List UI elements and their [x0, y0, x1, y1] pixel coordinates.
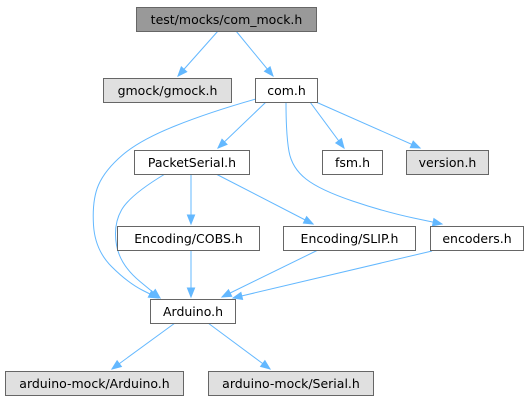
edge-line	[111, 322, 176, 370]
arrowhead	[220, 288, 233, 298]
arrowhead	[177, 66, 188, 77]
node-label: Arduino.h	[163, 304, 223, 319]
edge-com_mock-to-gmock	[177, 30, 219, 77]
edge-com-to-packetserial	[217, 101, 267, 149]
edge-packetserial-to-slip	[215, 173, 315, 225]
node-label: encoders.h	[442, 231, 511, 246]
edge-line	[207, 322, 271, 370]
node-label: test/mocks/com_mock.h	[151, 12, 303, 27]
node-box	[103, 78, 232, 103]
node-box	[134, 150, 250, 175]
node-arduino_mock: arduino-mock/Arduino.h	[5, 371, 184, 396]
node-packetserial[interactable]: PacketSerial.h	[134, 150, 250, 175]
node-label: gmock/gmock.h	[118, 83, 218, 98]
edge-packetserial-to-arduino	[115, 173, 166, 299]
node-box	[430, 226, 524, 251]
arrowhead	[231, 291, 244, 301]
arrowhead	[409, 140, 422, 149]
edge-line	[115, 173, 166, 299]
node-label: arduino-mock/Serial.h	[222, 376, 360, 391]
node-box	[208, 371, 374, 396]
arrowhead	[110, 359, 123, 370]
node-label: PacketSerial.h	[148, 155, 236, 170]
node-slip[interactable]: Encoding/SLIP.h	[283, 226, 416, 251]
node-box	[255, 78, 318, 103]
edge-line	[177, 30, 219, 77]
edge-arduino-to-arduino_mock	[110, 322, 176, 370]
node-box	[136, 7, 317, 32]
edge-packetserial-to-cobs	[186, 174, 196, 226]
edge-line	[235, 30, 274, 77]
node-com_mock: test/mocks/com_mock.h	[136, 7, 317, 32]
edge-line	[315, 101, 421, 149]
edge-cobs-to-arduino	[186, 250, 196, 299]
edge-com-to-arduino	[92, 98, 257, 299]
edge-line	[221, 249, 319, 298]
node-box	[150, 299, 236, 324]
edge-line	[232, 250, 433, 299]
edge-line	[285, 101, 443, 225]
node-label: Encoding/SLIP.h	[301, 231, 399, 246]
edge-line	[215, 173, 314, 225]
node-serial_mock: arduino-mock/Serial.h	[208, 371, 374, 396]
edge-com-to-version	[315, 101, 422, 149]
node-label: arduino-mock/Arduino.h	[19, 376, 169, 391]
node-gmock: gmock/gmock.h	[103, 78, 232, 103]
arrowhead	[259, 359, 272, 370]
arrowhead	[334, 137, 345, 150]
node-cobs[interactable]: Encoding/COBS.h	[117, 226, 260, 251]
arrowhead	[302, 215, 315, 225]
node-box	[117, 226, 260, 251]
arrowhead	[217, 138, 228, 149]
node-com[interactable]: com.h	[255, 78, 318, 103]
arrowhead	[431, 217, 444, 227]
arrowhead	[149, 288, 162, 299]
edge-arduino-to-serial_mock	[207, 322, 272, 370]
arrowhead	[263, 65, 274, 78]
node-arduino[interactable]: Arduino.h	[150, 299, 236, 324]
edge-line	[92, 98, 257, 299]
edge-slip-to-arduino	[220, 249, 319, 298]
edge-encoders-to-arduino	[231, 250, 433, 301]
node-label: com.h	[267, 83, 306, 98]
node-encoders[interactable]: encoders.h	[430, 226, 524, 251]
node-fsm[interactable]: fsm.h	[322, 150, 383, 175]
node-label: fsm.h	[335, 155, 370, 170]
node-version: version.h	[406, 150, 489, 175]
node-box	[322, 150, 383, 175]
edge-com-to-fsm	[309, 101, 345, 150]
arrowhead	[186, 214, 196, 226]
edge-line	[217, 101, 267, 149]
node-box	[406, 150, 489, 175]
nodes-layer: test/mocks/com_mock.h gmock/gmock.h com.hP…	[5, 7, 524, 396]
node-label: Encoding/COBS.h	[134, 231, 243, 246]
node-box	[5, 371, 184, 396]
edge-com-to-encoders	[285, 101, 444, 227]
node-box	[283, 226, 416, 251]
edge-line	[309, 101, 345, 149]
edges-layer	[92, 30, 444, 370]
edge-com_mock-to-com	[235, 30, 274, 78]
node-label: version.h	[419, 155, 477, 170]
arrowhead	[186, 287, 196, 299]
